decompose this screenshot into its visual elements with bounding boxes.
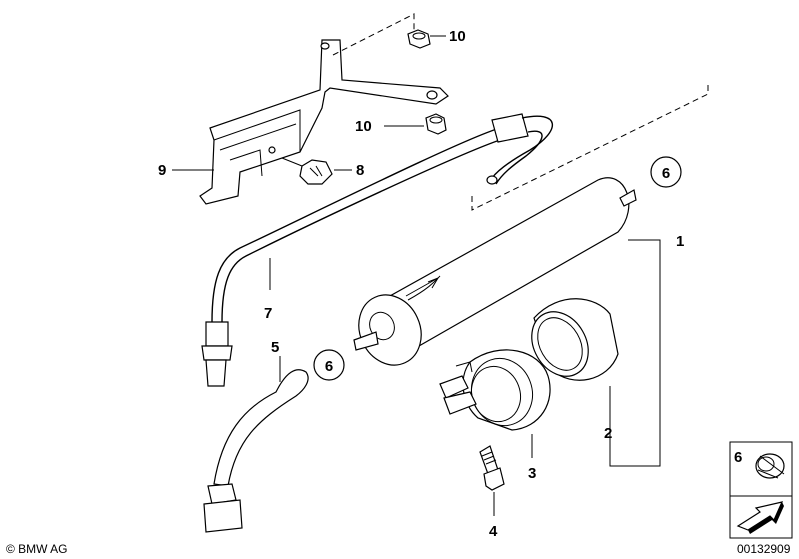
- mounting-bracket: [199, 13, 449, 205]
- callout-3: 3: [528, 465, 536, 482]
- clip-nut: [281, 157, 333, 185]
- callout-8: 8: [356, 162, 364, 179]
- callout-9: 9: [158, 162, 166, 179]
- filter-clamp: [439, 349, 551, 431]
- fuel-hose: [203, 369, 309, 533]
- copyright-text: © BMW AG: [6, 542, 68, 556]
- nut-upper: [407, 29, 431, 49]
- fuel-filter: [353, 177, 637, 366]
- fuel-line: [201, 113, 553, 387]
- callout-7: 7: [264, 305, 272, 322]
- svg-text:6: 6: [734, 449, 742, 466]
- inset-part-6: 6: [729, 441, 793, 497]
- nut-middle: [425, 113, 447, 135]
- callout-2: 2: [604, 425, 612, 442]
- grommet-icon: [755, 453, 785, 479]
- callout-1: 1: [676, 233, 684, 250]
- callout-10-middle: 10: [355, 118, 372, 135]
- svg-text:6: 6: [662, 165, 670, 182]
- circle-callout-6-left: 6: [313, 349, 345, 381]
- callout-4: 4: [489, 523, 498, 540]
- callout-5: 5: [271, 339, 279, 356]
- reference-dash: [471, 82, 709, 211]
- arrow-icon: [736, 501, 784, 534]
- inset-arrow-box: [729, 495, 793, 539]
- circle-callout-6-right: 6: [650, 156, 682, 188]
- rubber-sleeve: [531, 298, 619, 381]
- diagram-number: 00132909: [737, 542, 791, 556]
- bolt: [479, 445, 505, 491]
- svg-text:6: 6: [325, 358, 333, 375]
- callout-10-upper: 10: [449, 28, 466, 45]
